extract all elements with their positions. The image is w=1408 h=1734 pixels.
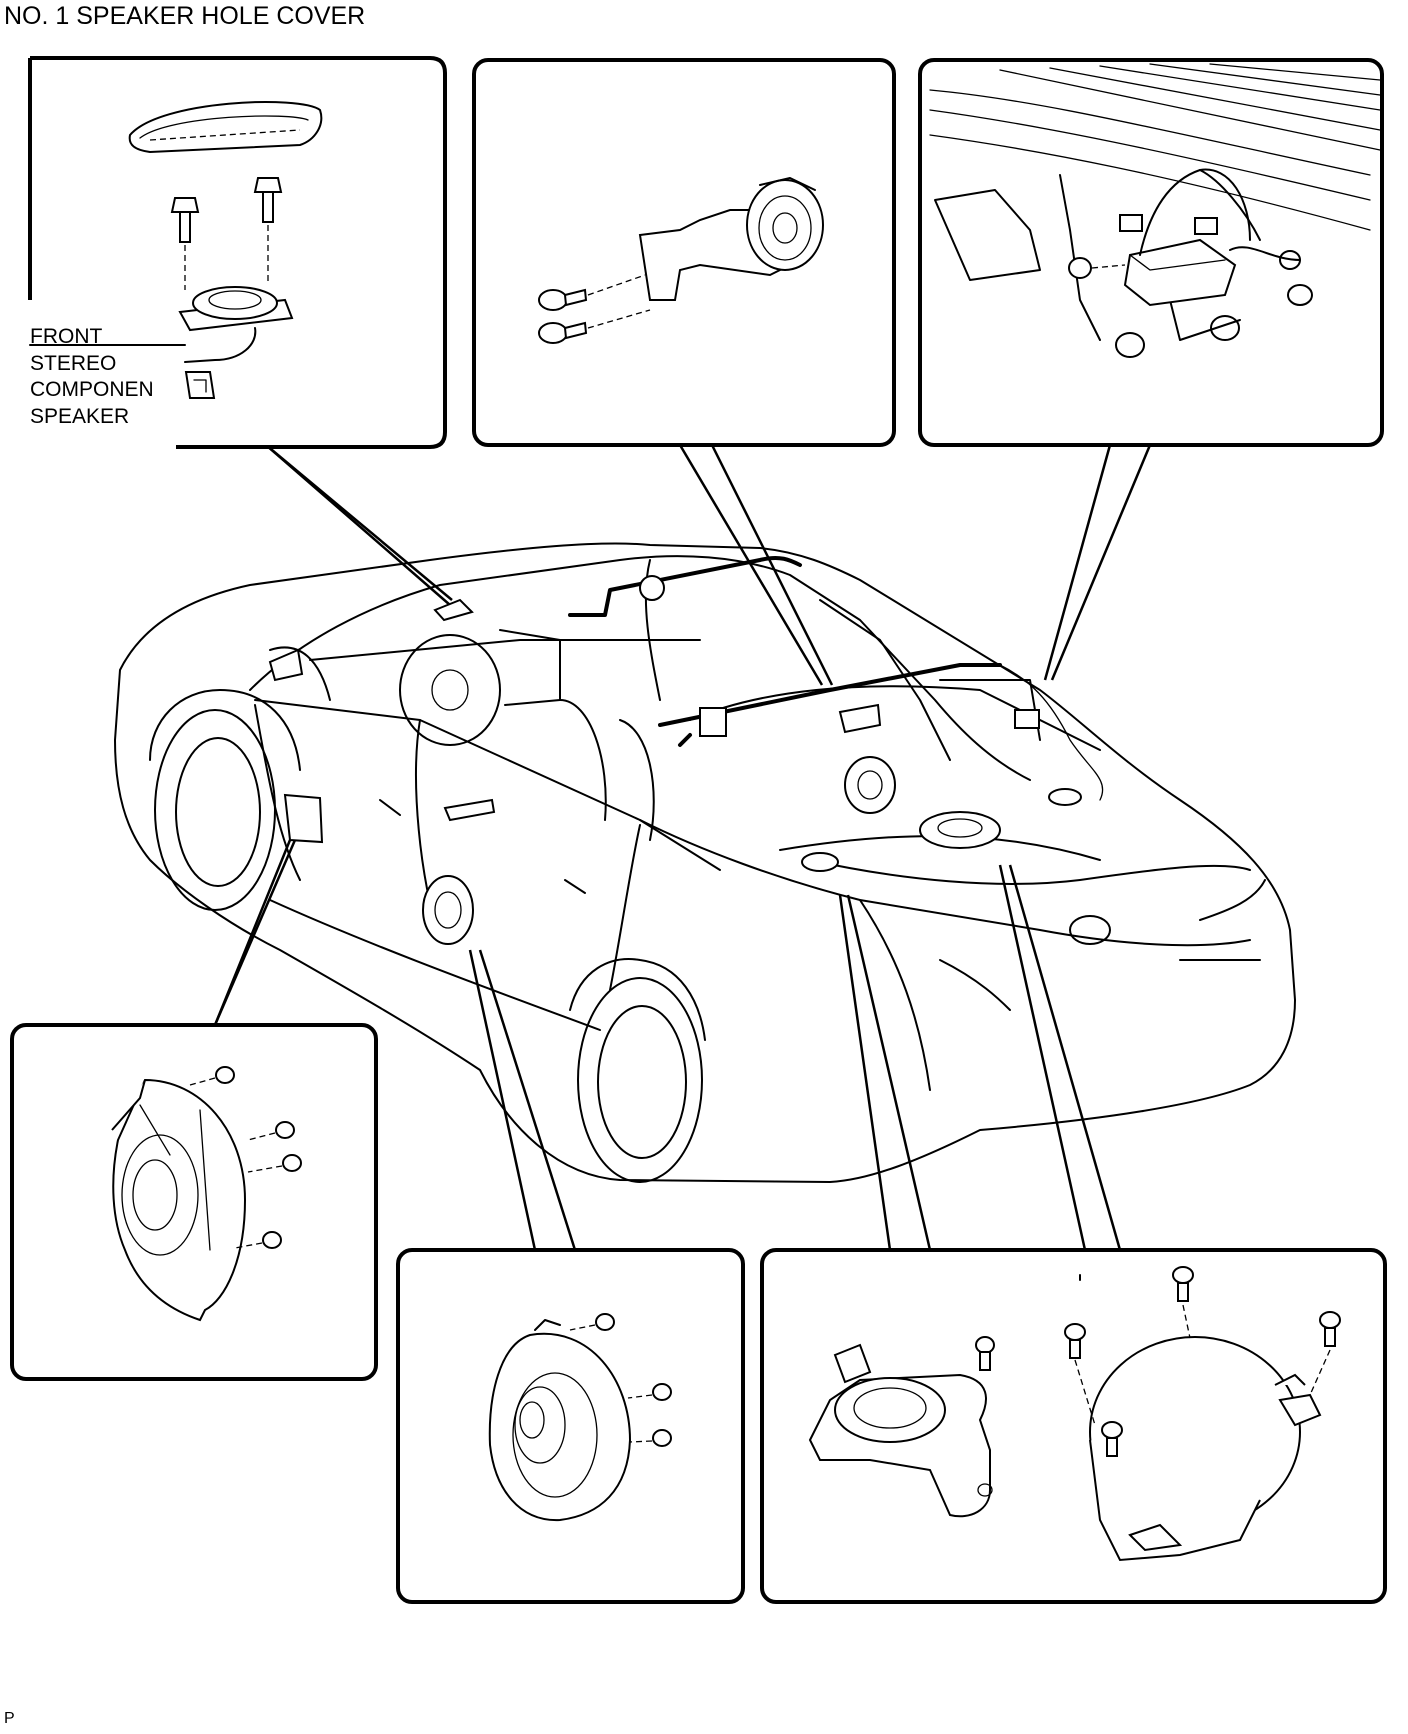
screw-icon bbox=[247, 1154, 302, 1173]
part-label-line-2: STEREO bbox=[30, 351, 117, 375]
car-body-illustration bbox=[114, 542, 1296, 1183]
screw-icon bbox=[538, 288, 588, 311]
nut-icon bbox=[1068, 257, 1092, 279]
screw-icon bbox=[975, 1336, 995, 1371]
diagram-title: NO. 1 SPEAKER HOLE COVER bbox=[4, 2, 366, 30]
panel-amplifier bbox=[918, 58, 1384, 447]
panel-rear-speakers bbox=[760, 1248, 1387, 1604]
woofer-speaker-icon bbox=[1089, 1336, 1322, 1562]
bolt-icon bbox=[1064, 1274, 1086, 1359]
screw-icon bbox=[189, 1066, 235, 1086]
figure-code: P bbox=[4, 1710, 15, 1727]
panel-front-stereo-component-speaker bbox=[28, 55, 447, 449]
rear-speaker-icon bbox=[808, 1343, 993, 1518]
part-label-line-3: COMPONENT bbox=[30, 378, 167, 401]
part-label-line-4: SPEAKER bbox=[30, 404, 130, 428]
screw-icon bbox=[629, 1429, 672, 1447]
tweeter-speaker-icon bbox=[178, 286, 294, 399]
panel-center-speaker bbox=[472, 58, 896, 447]
bolt-icon bbox=[253, 177, 283, 223]
screw-icon bbox=[234, 1231, 282, 1249]
front-stereo-component-speaker-label: FRONT STEREO COMPONENT SPEAKER bbox=[30, 324, 167, 430]
bolt-icon bbox=[1172, 1266, 1194, 1339]
bolt-icon bbox=[1309, 1311, 1341, 1396]
screw-icon bbox=[538, 321, 588, 344]
panel-rear-door-speaker bbox=[396, 1248, 745, 1604]
panel-front-door-speaker bbox=[10, 1023, 378, 1381]
screw-icon bbox=[247, 1121, 295, 1141]
bolt-icon bbox=[1101, 1421, 1123, 1457]
bolt-icon bbox=[170, 197, 200, 243]
part-label-line-1: FRONT bbox=[30, 325, 103, 348]
door-speaker-icon bbox=[111, 1078, 247, 1322]
door-speaker-icon bbox=[488, 1319, 632, 1522]
rear-shelf-structure bbox=[929, 63, 1381, 358]
center-speaker-icon bbox=[638, 177, 824, 301]
amplifier-icon bbox=[1119, 168, 1261, 307]
screw-icon bbox=[627, 1383, 672, 1401]
screw-icon bbox=[569, 1313, 615, 1331]
